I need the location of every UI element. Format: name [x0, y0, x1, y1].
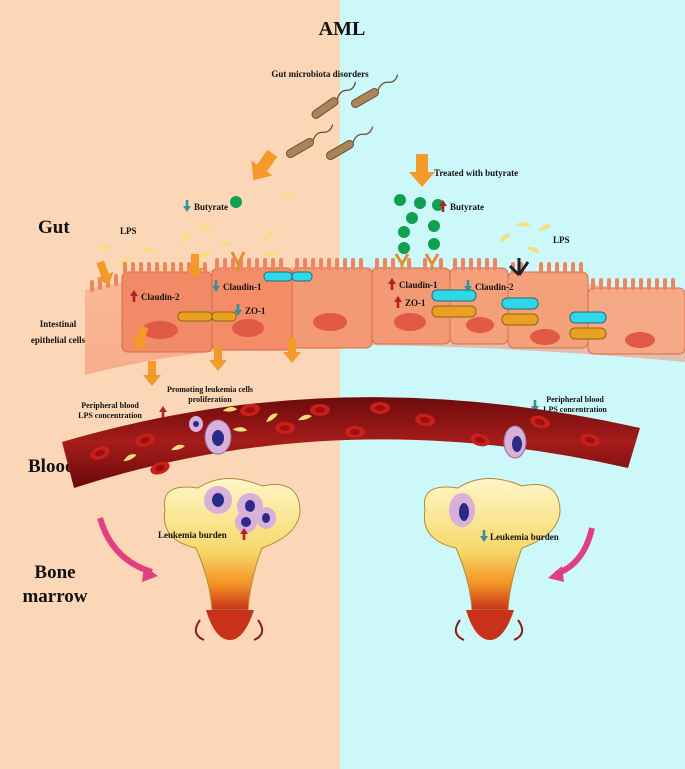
label-epithelial-line2: epithelial cells [31, 335, 86, 345]
label-promoting-line1: Promoting leukemia cells [167, 385, 253, 394]
label-gut: Gut [38, 217, 70, 238]
label-lps-right: LPS [553, 235, 570, 245]
bone-left [163, 477, 301, 641]
label-zo1-left: ZO-1 [245, 306, 266, 316]
label-zo1-right: ZO-1 [405, 298, 426, 308]
label-bone-line2: marrow [22, 586, 87, 607]
epithelial-layer [85, 251, 685, 375]
label-butyrate-left: Butyrate [194, 202, 228, 212]
label-claudin1-right: Claudin-1 [399, 280, 438, 290]
label-peripheral-left-line2: LPS concentration [78, 411, 142, 420]
label-promoting-line2: proliferation [188, 395, 232, 404]
bone-right [423, 477, 561, 641]
butyrate-dots-right [394, 194, 444, 254]
label-butyrate-right: Butyrate [450, 202, 484, 212]
right-panel-background [340, 0, 685, 769]
label-bone-line1: Bone [34, 562, 75, 583]
label-microbiota: Gut microbiota disorders [271, 69, 369, 79]
label-blood: Blood [28, 456, 76, 477]
label-claudin2-right: Claudin-2 [475, 282, 514, 292]
label-claudin2-left: Claudin-2 [141, 292, 180, 302]
label-claudin1-left: Claudin-1 [223, 282, 262, 292]
diagram-title: AML [319, 18, 366, 40]
label-peripheral-right-line2: LPS concentration [543, 405, 607, 414]
label-epithelial-line1: Intestinal [40, 319, 77, 329]
label-peripheral-right-line1: Peripheral blood [546, 395, 604, 404]
label-lps-left: LPS [120, 226, 137, 236]
blood-vessel [62, 397, 640, 488]
butyrate-dot [230, 196, 242, 208]
label-leukemia-right: Leukemia burden [490, 532, 559, 542]
label-treated: Treated with butyrate [434, 168, 518, 178]
label-leukemia-left: Leukemia burden [158, 530, 227, 540]
left-panel-background [0, 0, 340, 769]
label-peripheral-left-line1: Peripheral blood [81, 401, 139, 410]
